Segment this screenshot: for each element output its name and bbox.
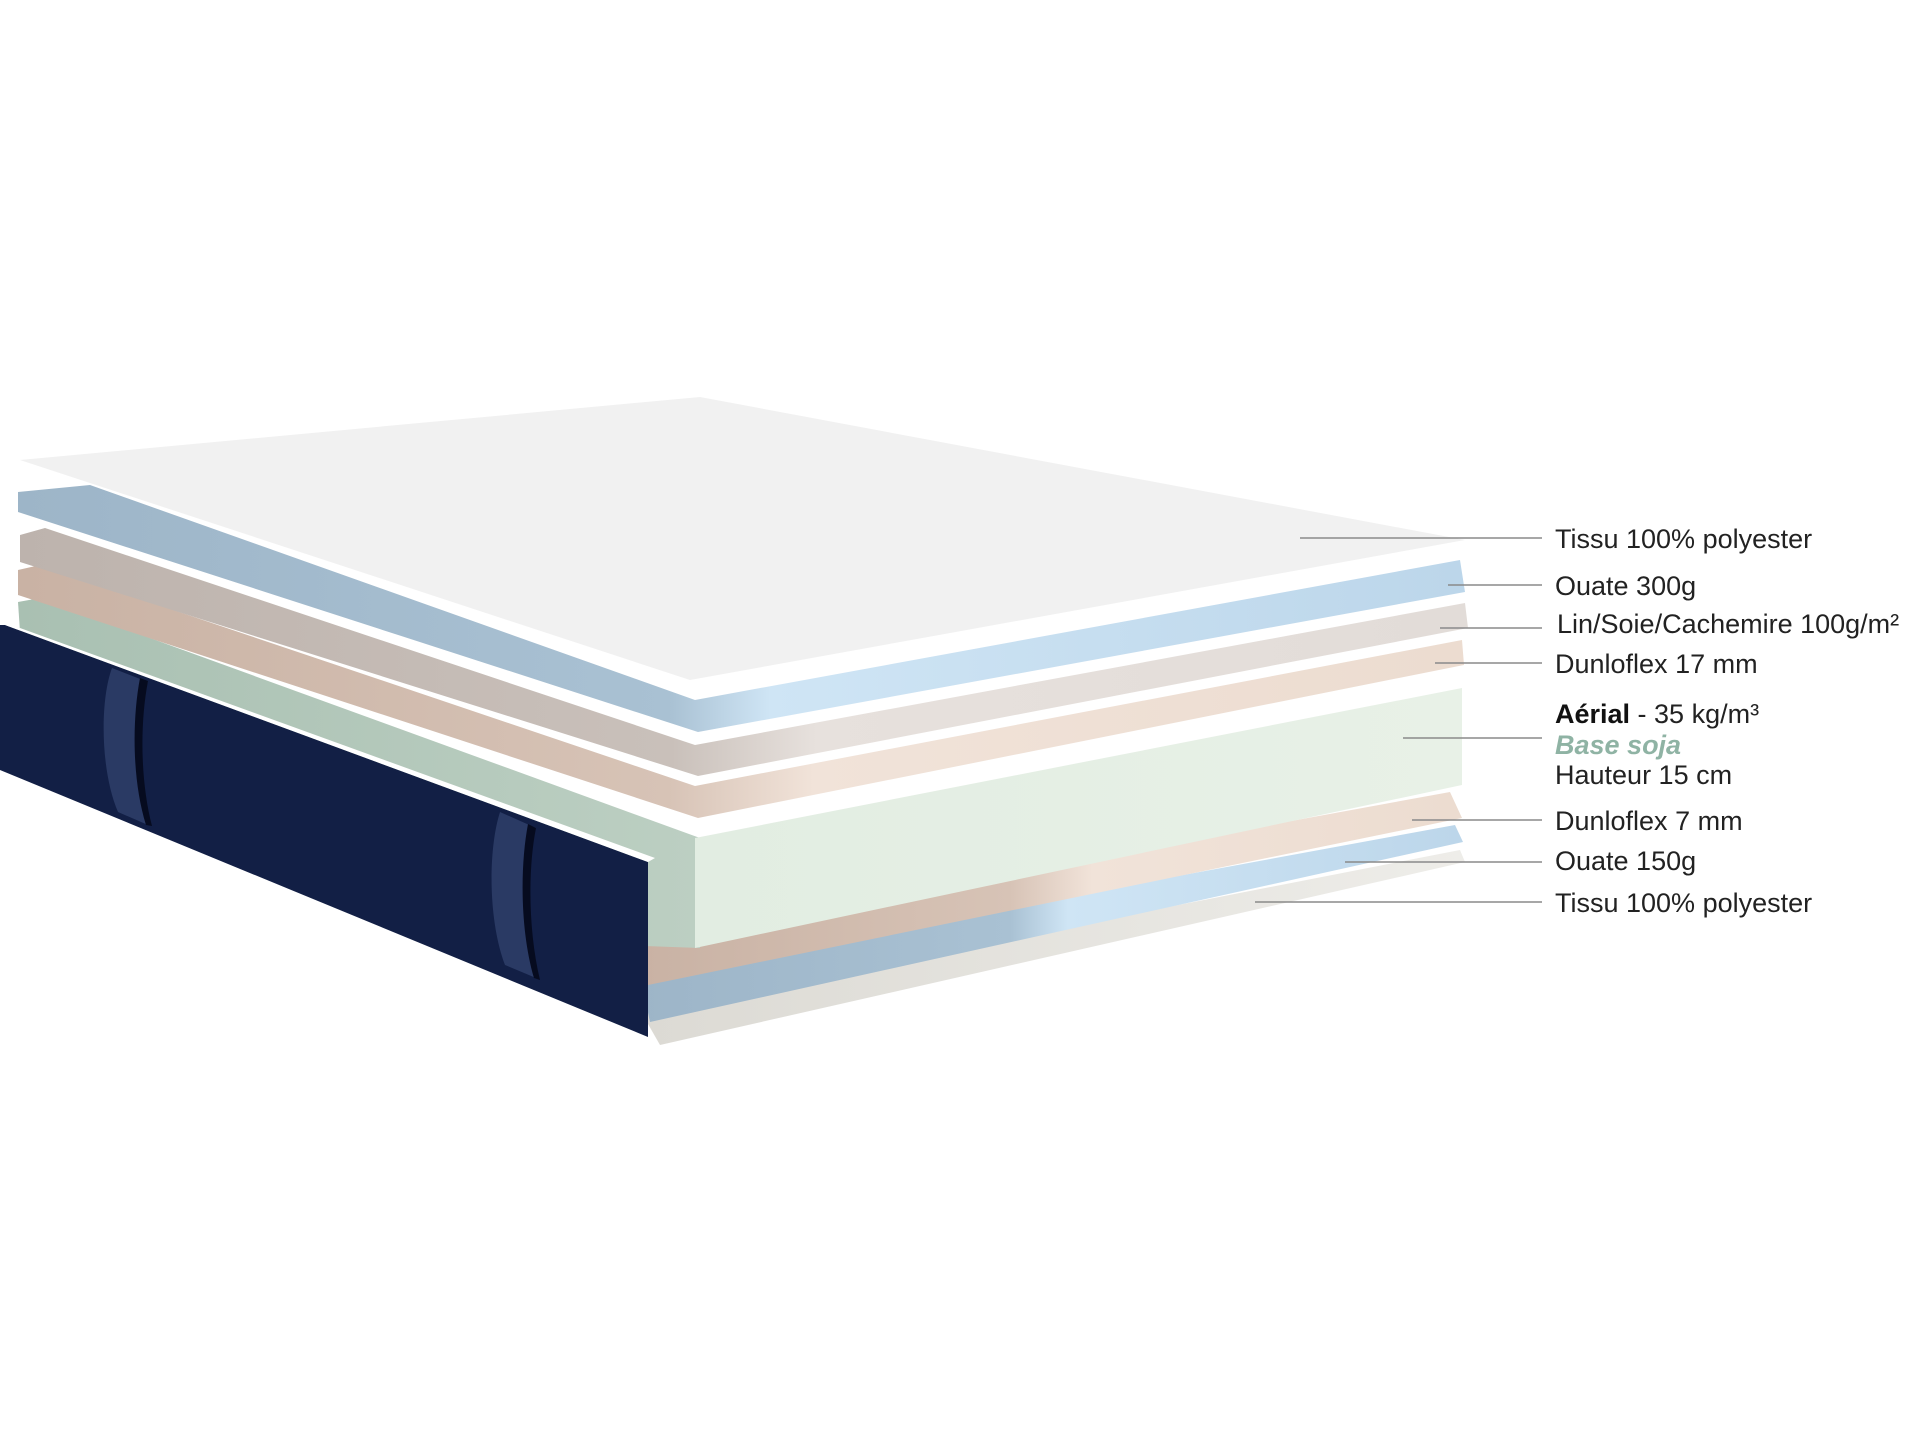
layer-bottom-wadding <box>640 825 1463 1022</box>
mattress-border-panel <box>0 625 648 1037</box>
label-core: Aérial - 35 kg/m³ <box>1555 699 1759 729</box>
label-core-height: Hauteur 15 cm <box>1555 760 1732 790</box>
label-core-density: - 35 kg/m³ <box>1630 699 1759 729</box>
handle-left-strap-icon <box>134 678 152 826</box>
handle-right-strap-icon <box>522 824 540 980</box>
layer-top-fabric <box>20 397 1465 680</box>
label-top-fabric: Tissu 100% polyester <box>1555 524 1812 554</box>
label-dunloflex-top: Dunloflex 17 mm <box>1555 649 1758 679</box>
label-bottom-wadding: Ouate 150g <box>1555 846 1696 876</box>
label-core-base: Base soja <box>1555 730 1681 760</box>
layer-core-front <box>695 688 1462 948</box>
layer-natural-fibers <box>20 528 1468 776</box>
layer-dunloflex-bottom <box>640 792 1462 985</box>
label-top-wadding: Ouate 300g <box>1555 571 1696 601</box>
layer-bottom-fabric <box>640 850 1465 1045</box>
label-bottom-fabric: Tissu 100% polyester <box>1555 888 1812 918</box>
border-white-edge <box>5 625 655 862</box>
label-dunloflex-bottom: Dunloflex 7 mm <box>1555 806 1743 836</box>
label-natural-fibers: Lin/Soie/Cachemire 100g/m² <box>1557 609 1899 639</box>
label-core-name: Aérial <box>1555 699 1630 729</box>
